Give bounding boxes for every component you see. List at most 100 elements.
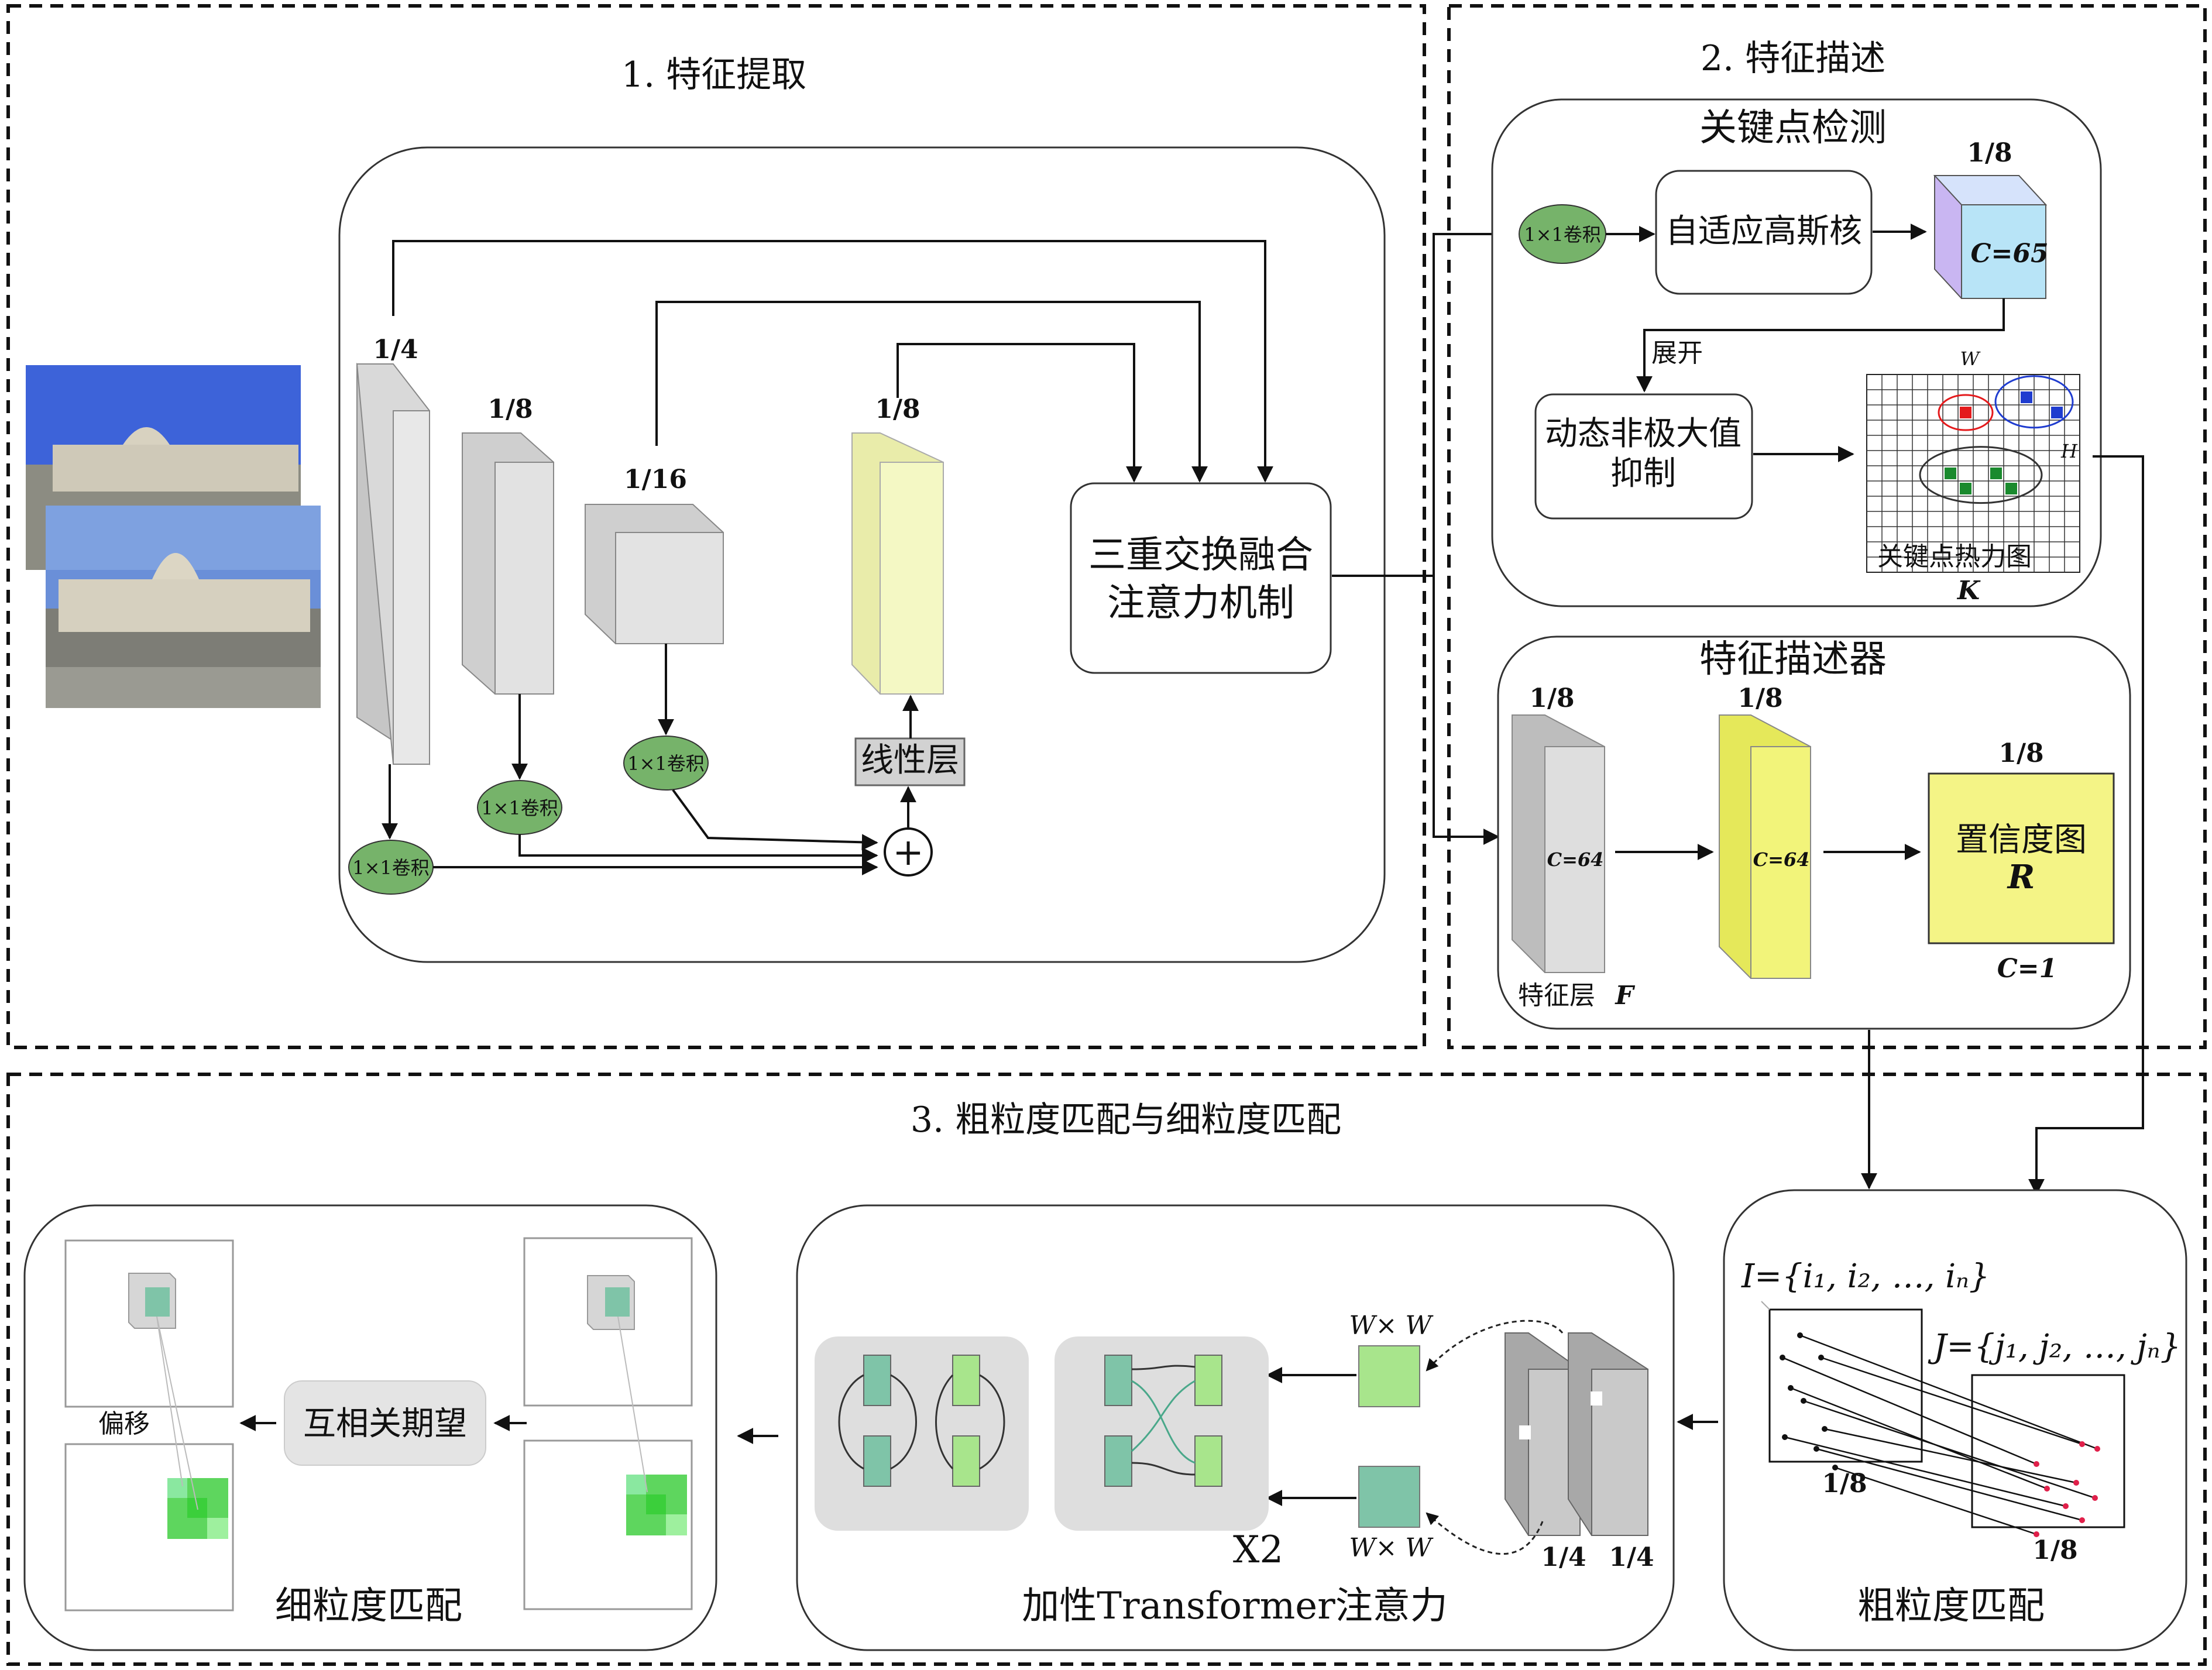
svg-text:互相关期望: 互相关期望 [303,1405,467,1443]
descriptor-scale-b: 1/8 [1737,683,1782,713]
stage-1-8-block [462,432,554,695]
coarse-point-i [1780,1355,1785,1360]
coarse-set-j: J={j₁, j₂, …, jₙ} [1928,1328,2181,1366]
heatmap-to-coarse-link [2028,455,2144,1195]
triple-exchange-fusion-attention-box: 三重交换融合 注意力机制 [1070,482,1332,674]
coarse-point-i [1797,1332,1803,1338]
heatmap-keypoint [1990,468,2002,479]
additive-transformer-title: 加性Transformer注意力 [1022,1585,1447,1628]
coarse-point-j [2092,1495,2098,1501]
coarse-match-line [1835,1466,2037,1535]
attention-block-self [815,1336,1029,1531]
keypoint-scale: 1/8 [1967,138,2012,168]
heatmap-keypoint [2005,483,2017,494]
confidence-channels: C=1 [1997,954,2058,984]
heatmap-keypoint [1945,468,1956,479]
stage-1-4-block [356,363,430,765]
coarse-frame-a [1761,1301,1923,1463]
window-patch-bottom [1358,1466,1420,1528]
feature-layer-f-block: C=64 [1512,714,1605,973]
coarse-point-i [1782,1434,1788,1440]
coarse-scale-b: 1/8 [2032,1535,2077,1565]
skip-connection-1-4 [392,240,1273,483]
scale-label-stage-2: 1/8 [487,394,533,424]
section-title-description: 2. 特征描述 [1701,38,1885,79]
svg-text:1×1卷积: 1×1卷积 [1524,224,1601,246]
svg-text:自适应高斯核: 自适应高斯核 [1665,212,1862,250]
fine-patch-right-top [523,1237,693,1407]
coarse-point-i [1822,1426,1828,1432]
keypoint-conv-1x1: 1×1卷积 [1519,204,1606,264]
window-label-bottom: W× W [1349,1533,1434,1563]
svg-text:1×1卷积: 1×1卷积 [352,857,430,879]
attention-block-cross [1055,1336,1269,1531]
coarse-match-line [1816,1448,2083,1521]
attention-to-descriptor-link [1433,576,1500,845]
transformer-scale-a: 1/4 [1541,1542,1586,1572]
fine-matching-title: 细粒度匹配 [275,1585,462,1628]
svg-text:线性层: 线性层 [861,741,959,779]
coarse-scale-a: 1/8 [1822,1469,1867,1499]
svg-text:C=64: C=64 [1753,848,1810,871]
fine-patch-left-bottom [64,1443,234,1611]
descriptor-yellow-block: C=64 [1719,714,1811,979]
svg-text:C=65: C=65 [1970,239,2048,269]
transformer-scale-b: 1/4 [1609,1542,1654,1572]
coarse-match-line [1821,1356,2083,1445]
coarse-point-j [2079,1517,2085,1523]
attention-to-keypoint-link [1332,226,1522,577]
coarse-frame-b [1971,1374,2125,1528]
skip-connection-1-16 [655,301,1208,483]
coarse-matching-title: 粗粒度匹配 [1857,1585,2045,1628]
coarse-point-j [2063,1503,2069,1509]
coarse-matching-panel [1723,1189,2187,1651]
confidence-map-r-box: 置信度图 R [1928,772,2115,944]
linear-layer-box: 线性层 [854,737,966,786]
coarse-set-i: I={i₁, i₂, …, iₙ} [1741,1257,1990,1296]
descriptor-scale-a: 1/8 [1529,683,1574,713]
coarse-point-i [1801,1398,1806,1404]
heatmap-cluster-ring [1994,375,2074,429]
input-image-pair [26,365,321,708]
window-label-top: W× W [1349,1311,1434,1341]
fused-1-8-block [851,432,944,695]
window-patch-top [1358,1345,1420,1407]
unfold-label: 展开 [1651,338,1703,368]
coarse-match-line [1784,1436,2066,1507]
feature-layer-label: 特征层 [1518,981,1595,1011]
heatmap-cluster-ring [1919,446,2043,504]
coarse-point-i [1788,1385,1794,1391]
heatmap-keypoint [1960,483,1971,494]
adaptive-gaussian-kernel-box: 自适应高斯核 [1655,170,1873,295]
section-title-matching: 3. 粗粒度匹配与细粒度匹配 [911,1099,1341,1140]
heatmap-height-label: H [2060,440,2078,462]
svg-text:1×1卷积: 1×1卷积 [627,752,705,775]
heatmap-cluster-ring [1938,394,1994,431]
coarse-match-line [1824,1428,2077,1484]
stage-1-16-block [585,504,724,644]
cross-correlation-expectation-box: 互相关期望 [284,1380,486,1466]
scale-label-stage-3: 1/16 [624,465,687,494]
svg-text:置信度图: 置信度图 [1956,821,2087,859]
heatmap-symbol: K [1956,576,1981,606]
heatmap-label: 关键点热力图 [1877,542,2032,572]
heatmap-keypoint [1960,407,1971,418]
scale-label-stage-1: 1/4 [373,335,418,365]
skip-connection-fused [897,343,1142,483]
heatmap-keypoint [2021,391,2032,403]
coarse-point-j [2034,1531,2039,1537]
conv-1x1-stage-2: 1×1卷积 [477,780,562,835]
unfold-arrow [1636,298,2005,393]
svg-text:三重交换融合: 三重交换融合 [1088,534,1313,577]
sum-node: + [884,827,933,877]
keypoint-detection-title: 关键点检测 [1699,106,1887,150]
section-matching-frame [6,1073,2207,1666]
section-title-extraction: 1. 特征提取 [621,54,806,95]
keypoint-heatmap-grid [1866,374,2080,573]
coarse-point-j [2079,1441,2085,1447]
coarse-point-j [2094,1446,2100,1452]
coarse-match-line [1803,1400,2096,1499]
svg-text:抑制: 抑制 [1610,455,1676,493]
coarse-match-lines [1780,1332,2100,1537]
